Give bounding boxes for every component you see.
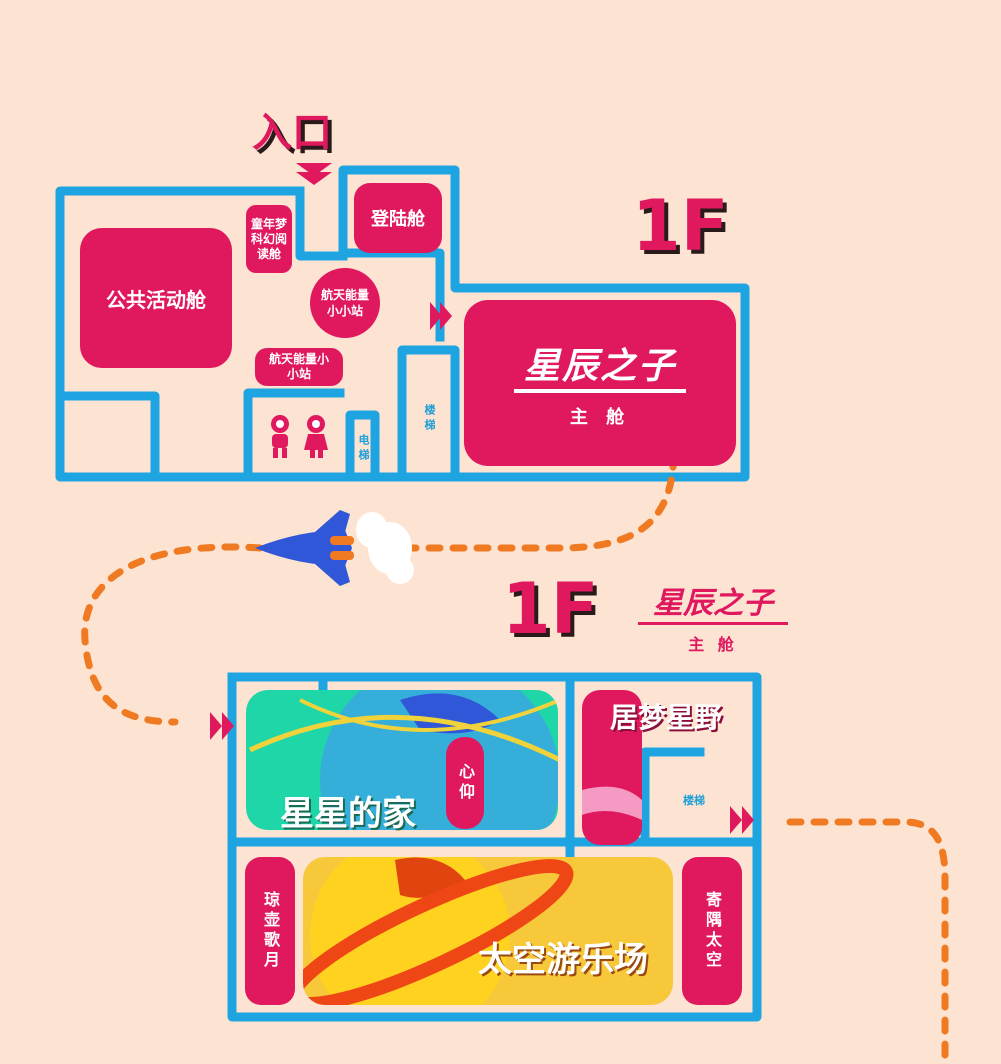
restroom-icon — [266, 412, 336, 462]
star-home-label[interactable]: 星星的家 — [280, 794, 416, 834]
energy-station-pill[interactable]: 航天能量小小站 — [255, 348, 343, 386]
landing-room[interactable]: 登陆舱 — [354, 183, 442, 253]
entrance-label: 入口 — [252, 110, 332, 156]
qiong-label: 琼壶歌月 — [261, 891, 280, 971]
xinyang-room[interactable]: 心仰 — [446, 737, 484, 829]
brand-logo: 星辰之子 主 舱 — [638, 578, 788, 655]
elevator-label: 电梯 — [357, 434, 370, 464]
floor-label-top: 1F — [632, 185, 729, 267]
brand-logo-subtitle: 主 舱 — [688, 635, 738, 654]
main-cabin-brand: 星辰之子 — [513, 337, 686, 393]
main-cabin[interactable]: 星辰之子 主 舱 — [464, 300, 736, 466]
jumeng-room[interactable]: 居梦星野 — [590, 690, 742, 742]
xinyang-label: 心仰 — [456, 763, 475, 803]
brand-logo-title: 星辰之子 — [638, 578, 788, 625]
floor-label-mid: 1F — [502, 568, 599, 650]
jiyu-room[interactable]: 寄隅太空 — [682, 857, 742, 1005]
space-park-label[interactable]: 太空游乐场 — [478, 940, 648, 980]
stairs-label-bottom: 楼梯 — [683, 794, 705, 807]
energy-station-round[interactable]: 航天能量小小站 — [310, 268, 380, 338]
jiyu-label: 寄隅太空 — [703, 891, 722, 971]
childhood-reading-label: 童年梦科幻阅读舱 — [250, 216, 287, 261]
qiong-room[interactable]: 琼壶歌月 — [245, 857, 295, 1005]
energy-station-round-label: 航天能量小小站 — [320, 288, 369, 318]
energy-station-pill-label: 航天能量小小站 — [268, 352, 329, 381]
stairs-label-top: 楼梯 — [423, 404, 436, 434]
childhood-reading-room[interactable]: 童年梦科幻阅读舱 — [246, 205, 292, 273]
rocket-icon — [255, 510, 414, 586]
main-cabin-subtitle: 主 舱 — [569, 407, 631, 428]
jumeng-label: 居梦星野 — [609, 701, 722, 734]
public-activity-label: 公共活动舱 — [106, 287, 206, 312]
public-activity-room[interactable]: 公共活动舱 — [80, 228, 232, 368]
landing-label: 登陆舱 — [371, 209, 425, 230]
